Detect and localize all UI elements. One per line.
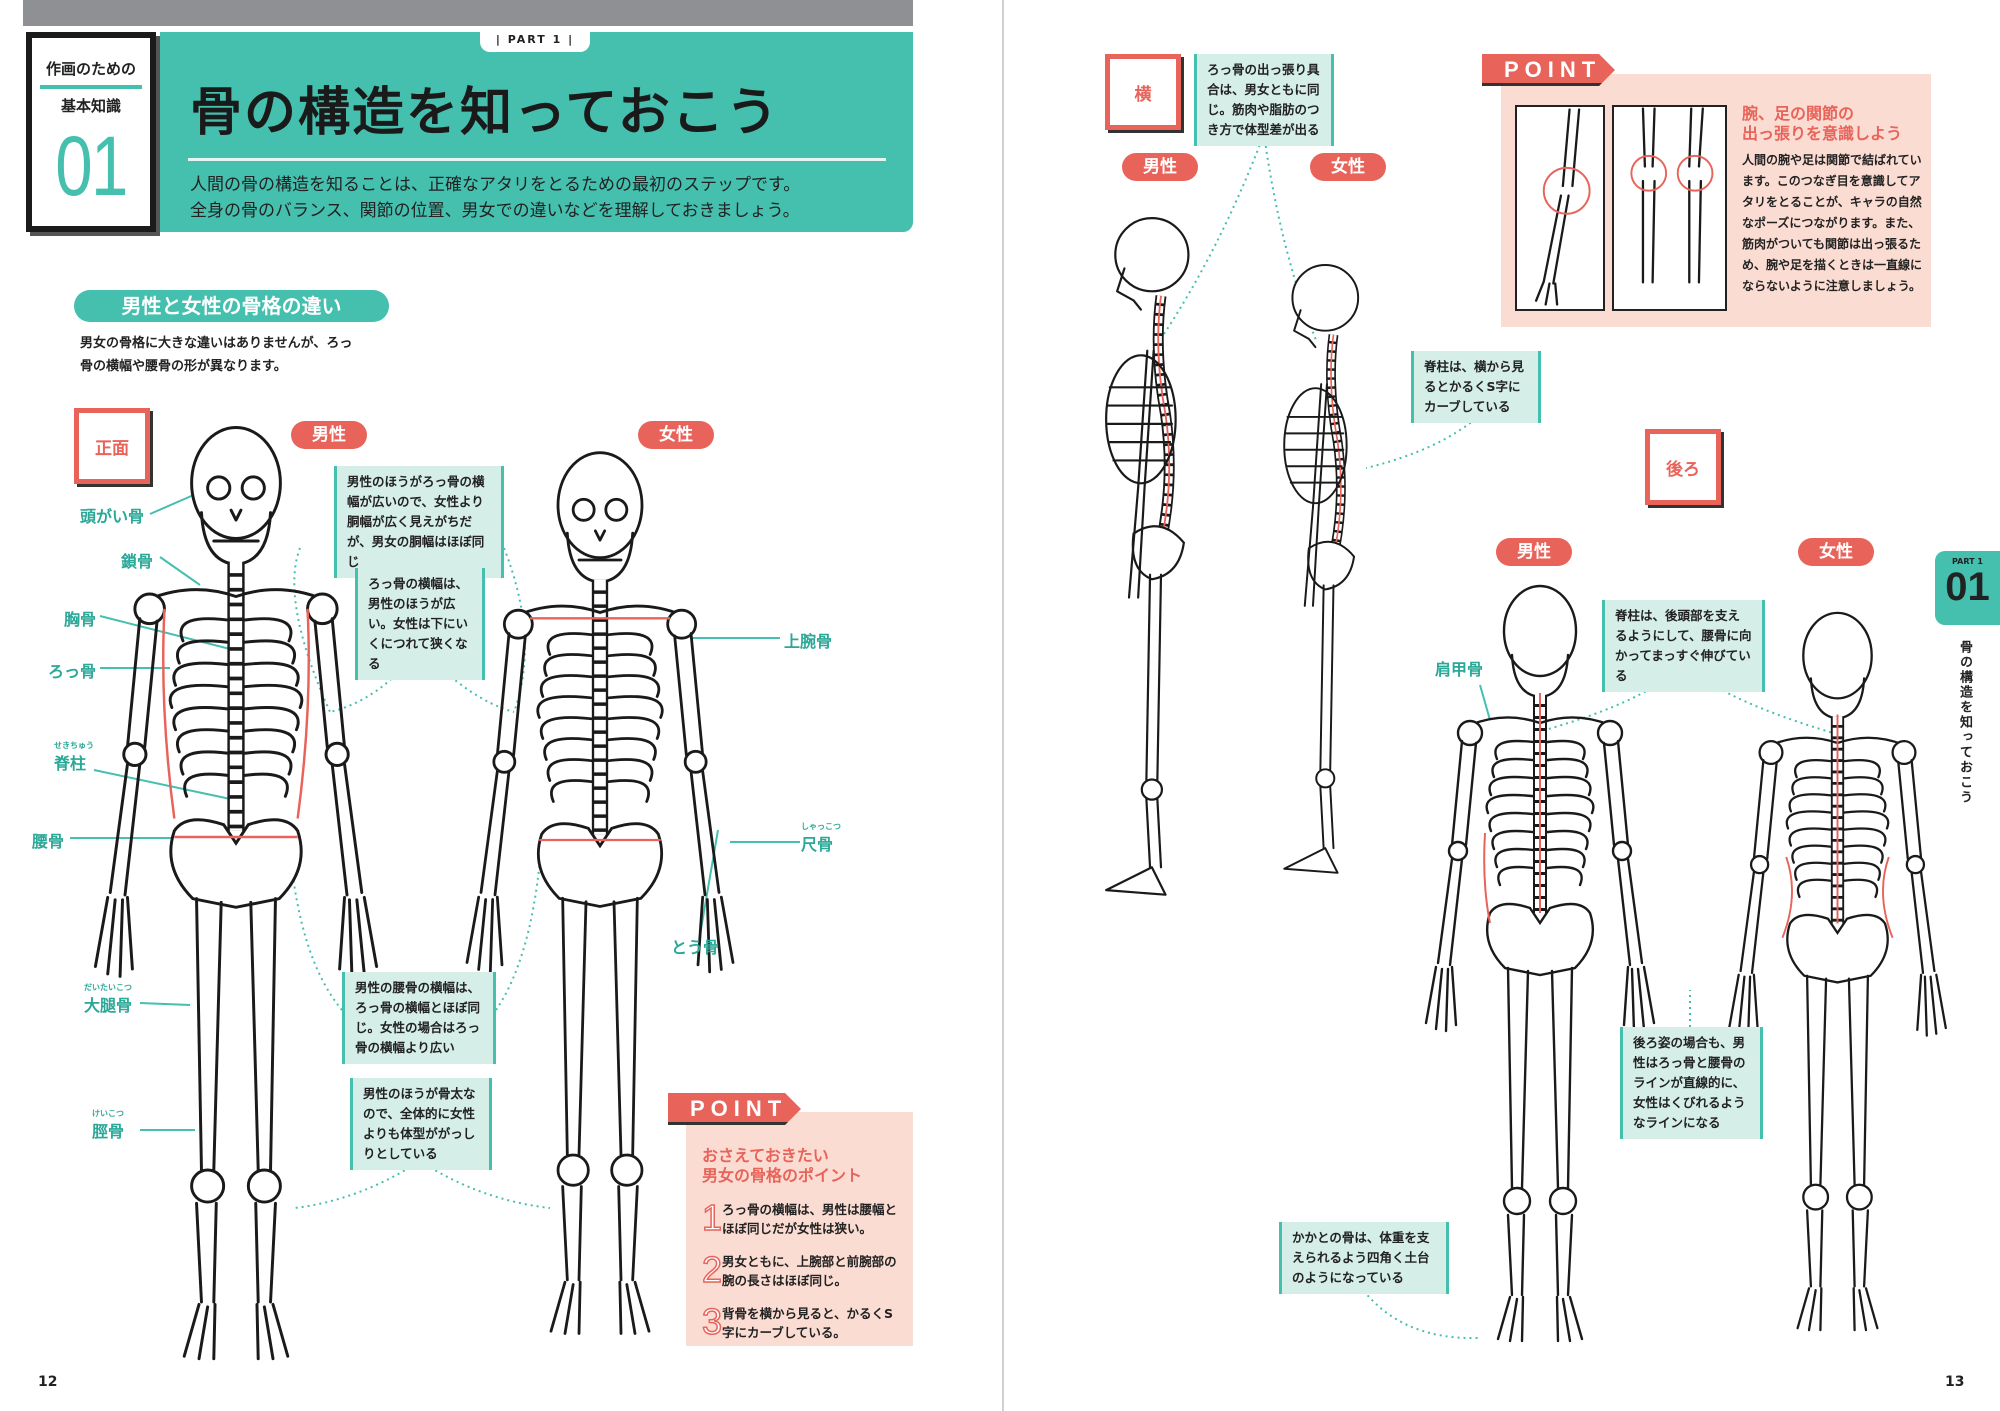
ruby: しゃっこつ [801, 822, 841, 831]
section-description: 男女の骨格に大きな違いはありませんが、ろっ 骨の横幅や腰骨の形が異なります。 [80, 332, 352, 378]
point-heading: 腕、足の関節の [1742, 104, 1855, 123]
label-spine: せきちゅう脊柱 [54, 742, 94, 774]
label-sternum: 胸骨 [64, 610, 97, 629]
section-title: 男性と女性の骨格の違い [74, 290, 389, 322]
arm-joint-illustration [1515, 105, 1605, 311]
point-box-right: 腕、足の関節の 出っ張りを意識しよう 人間の腕や足は関節で結ばれています。このつ… [1501, 74, 1931, 327]
note-side-1: ろっ骨の出っ張り具合は、男女ともに同じ。筋肉や脂肪のつき方で体型差が出る [1194, 54, 1334, 146]
desc-line: 骨の横幅や腰骨の形が異なります。 [80, 359, 287, 374]
chapter-box: 作画のための 基本知識 01 [26, 32, 156, 232]
label-text: 大腿骨 [84, 996, 133, 1015]
title-banner [160, 32, 913, 232]
desc-line: 男女の骨格に大きな違いはありませんが、ろっ [80, 336, 353, 351]
note-front-4: 男性のほうが骨太なので、全体的に女性よりも体型ががっしりとしている [350, 1078, 492, 1170]
female-back-skeleton [1695, 590, 1980, 1352]
view-label-front: 正面 [74, 408, 150, 484]
note-front-3: 男性の腰骨の横幅は、ろっ骨の横幅とほぼ同じ。女性の場合はろっ骨の横幅より広い [342, 972, 496, 1064]
point-number: 3 [701, 1301, 723, 1342]
intro-line: 全身の骨のバランス、関節の位置、男女での違いなどを理解しておきましょう。 [190, 201, 800, 221]
page-title: 骨の構造を知っておこう [190, 82, 780, 143]
gender-label-female: 女性 [638, 421, 714, 449]
label-tibia: けいこつ脛骨 [92, 1110, 124, 1142]
gender-label-female-back: 女性 [1798, 538, 1874, 566]
point-text: 男女ともに、上腕部と前腕部の腕の長さはほぼ同じ。 [722, 1254, 897, 1288]
label-ribs: ろっ骨 [48, 662, 97, 681]
title-underline [188, 158, 886, 161]
label-text: 尺骨 [801, 835, 834, 854]
side-tab-part: PART 1 [1952, 557, 1983, 566]
label-scapula: 肩甲骨 [1435, 660, 1484, 679]
note-front-2: ろっ骨の横幅は、男性のほうが広い。女性は下にいくにつれて狭くなる [355, 568, 485, 680]
side-tab: PART 1 01 [1935, 551, 2000, 625]
male-side-skeleton [1097, 191, 1225, 931]
view-label-side: 横 [1105, 54, 1181, 130]
point-tag-right: POINT [1482, 54, 1615, 86]
page-number-right: 13 [1945, 1374, 1965, 1390]
chapter-divider [40, 85, 142, 89]
note-back-3: かかとの骨は、体重を支えられるよう四角く土台のようになっている [1279, 1222, 1449, 1294]
view-label-back: 後ろ [1645, 429, 1721, 505]
point-body: 人間の腕や足は関節で結ばれています。このつなぎ目を意識してアタリをとることが、キ… [1742, 153, 1923, 293]
male-back-skeleton [1390, 574, 1690, 1352]
gender-label-male: 男性 [291, 421, 367, 449]
point-heading: 出っ張りを意識しよう [1742, 124, 1903, 143]
point-text: ろっ骨の横幅は、男性は腰幅とほぼ同じだが女性は狭い。 [722, 1202, 898, 1236]
gender-label-female-side: 女性 [1310, 153, 1386, 181]
gender-label-male-back: 男性 [1496, 538, 1572, 566]
intro-line: 人間の骨の構造を知ることは、正確なアタリをとるための最初のステップです。 [190, 175, 801, 195]
female-front-skeleton [425, 420, 775, 1365]
male-front-skeleton [51, 420, 421, 1365]
point-right-text: 腕、足の関節の 出っ張りを意識しよう 人間の腕や足は関節で結ばれています。このつ… [1742, 104, 1922, 297]
side-tab-number: 01 [1945, 565, 1990, 609]
part-tag: | PART 1 | [480, 30, 590, 52]
page-gutter [1002, 0, 1004, 1411]
point-tag-left: POINT [668, 1093, 801, 1125]
note-front-1: 男性のほうがろっ骨の横幅が広いので、女性より胴幅が広く見えがちだが、男女の胴幅は… [334, 466, 504, 578]
leg-joint-illustration [1612, 105, 1727, 311]
note-side-2: 脊柱は、横から見るとかるくS字にカーブしている [1411, 351, 1541, 423]
intro-text: 人間の骨の構造を知ることは、正確なアタリをとるための最初のステップです。 全身の… [190, 172, 800, 224]
point-number: 2 [701, 1249, 723, 1290]
ruby: けいこつ [92, 1109, 124, 1118]
label-ulna: しゃっこつ尺骨 [801, 823, 841, 855]
point-number: 1 [701, 1197, 723, 1238]
chapter-line1: 作画のための [45, 60, 136, 78]
point-text: 背骨を横から見ると、かるくS字にカーブしている。 [722, 1306, 894, 1340]
label-text: 脛骨 [92, 1122, 125, 1141]
label-skull: 頭がい骨 [80, 507, 145, 526]
label-hip: 腰骨 [32, 832, 65, 851]
label-text: 脊柱 [54, 754, 87, 773]
note-back-1: 脊柱は、後頭部を支えるようにして、腰骨に向かってまっすぐ伸びている [1602, 600, 1765, 692]
label-radius: とう骨 [671, 938, 720, 957]
point-heading: おさえておきたい [702, 1146, 829, 1165]
page-number-left: 12 [38, 1374, 58, 1390]
gender-label-male-side: 男性 [1122, 153, 1198, 181]
female-side-skeleton [1276, 215, 1391, 931]
chapter-line2: 基本知識 [60, 97, 121, 115]
ruby: だいたいこつ [84, 983, 132, 992]
chapter-number: 01 [55, 119, 128, 213]
label-femur: だいたいこつ大腿骨 [84, 984, 132, 1016]
label-humerus: 上腕骨 [784, 632, 833, 651]
label-clavicle: 鎖骨 [121, 552, 154, 571]
side-vertical-title: 骨の構造を知っておこう [1957, 640, 1972, 805]
note-back-2: 後ろ姿の場合も、男性はろっ骨と腰骨のラインが直線的に、女性はくびれるようなライン… [1620, 1027, 1763, 1139]
top-bar [23, 0, 913, 26]
point-heading: 男女の骨格のポイント [702, 1166, 863, 1185]
ruby: せきちゅう [54, 741, 94, 750]
